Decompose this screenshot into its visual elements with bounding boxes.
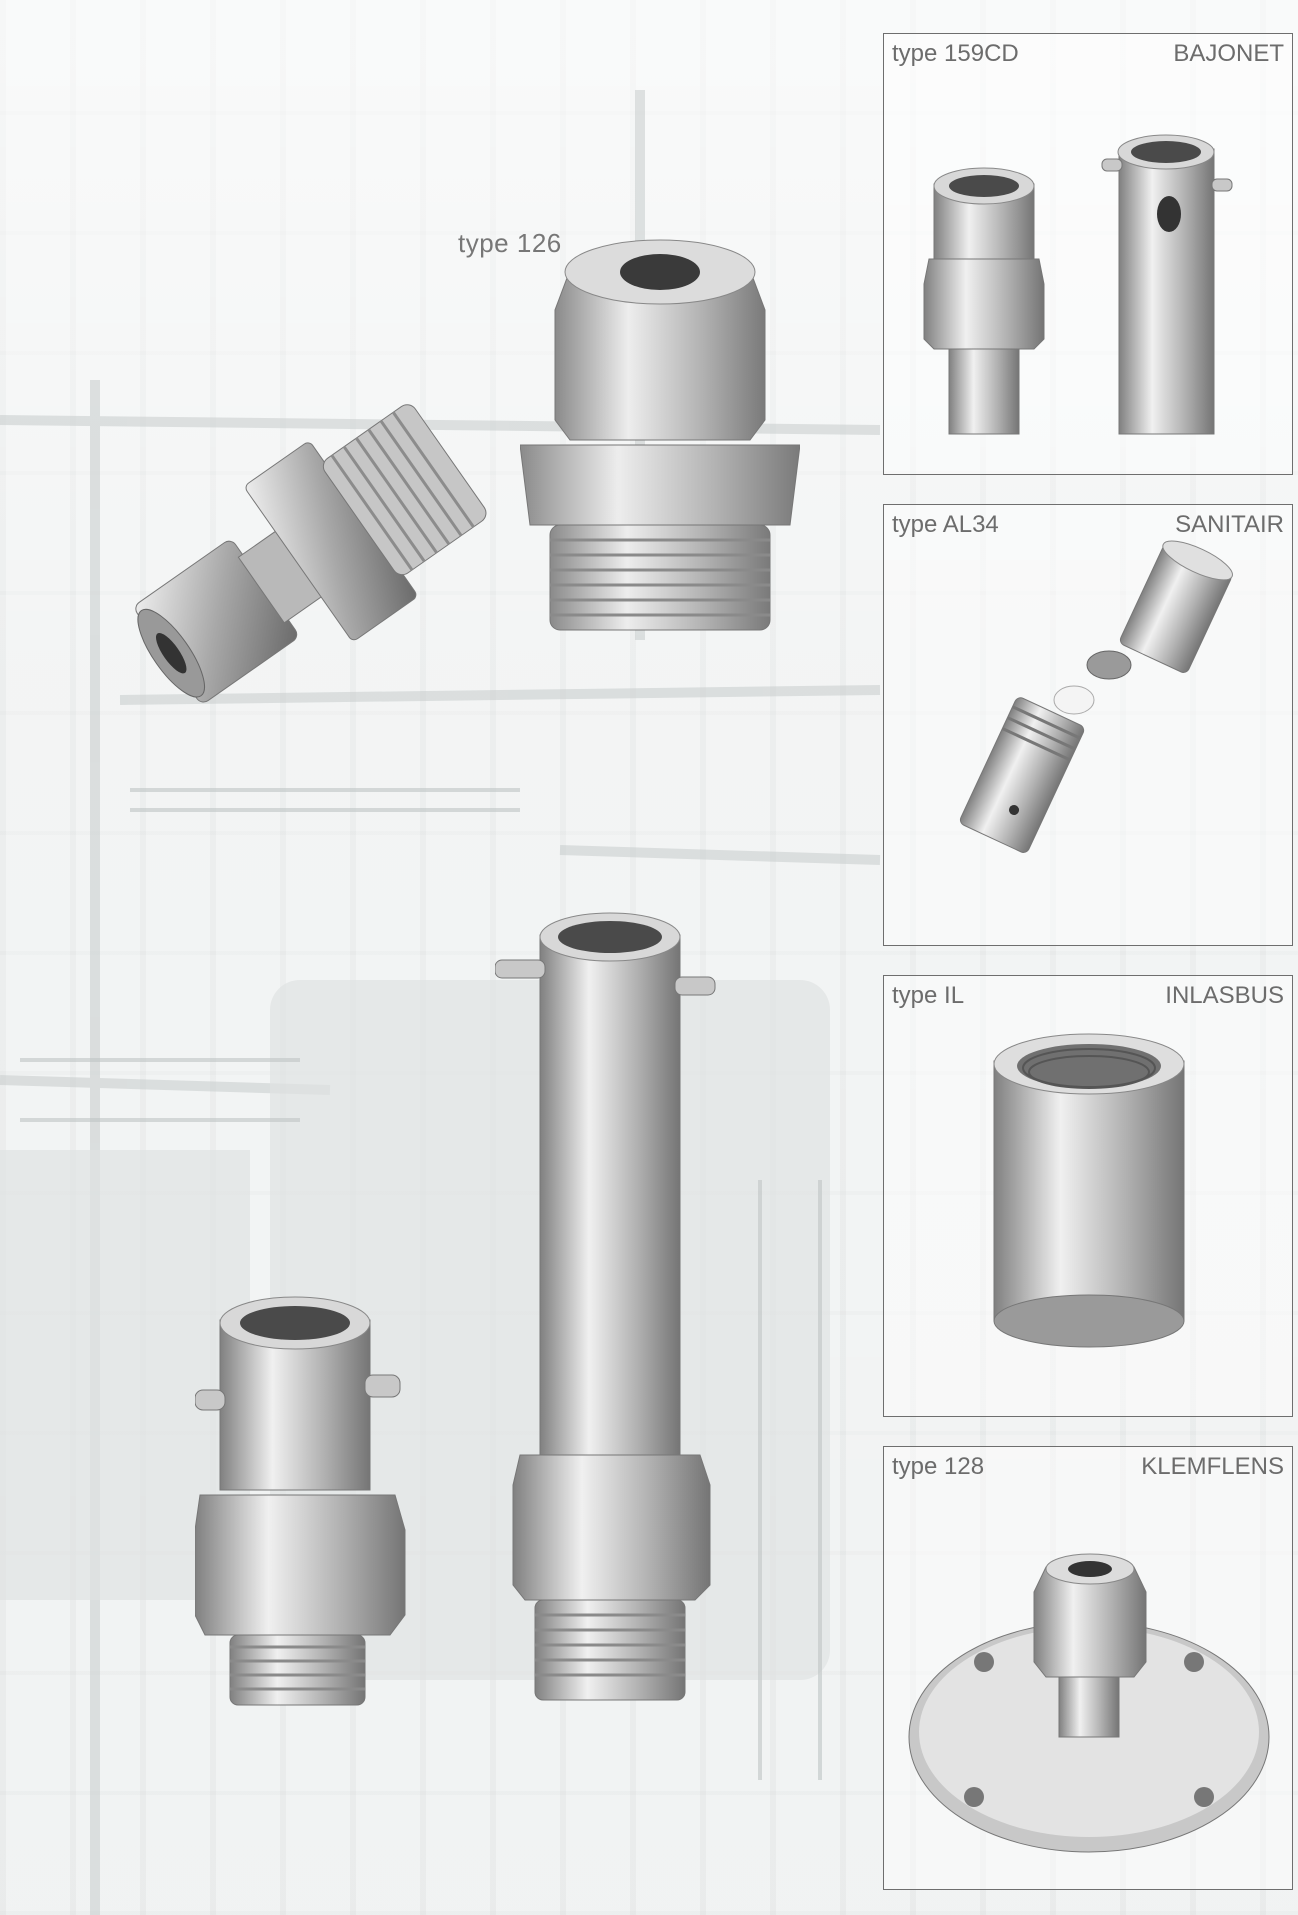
- box-type-label: type IL: [892, 982, 965, 1009]
- box-type-label: type 128: [892, 1453, 985, 1480]
- type-126-label: type 126: [458, 228, 562, 258]
- bajonet-fitting-short-image: [194, 1295, 415, 1710]
- box-name-label: BAJONET: [1173, 40, 1284, 67]
- type-126-fitting-upright-image: [519, 230, 801, 640]
- inlasbus-product-image: [993, 1033, 1185, 1348]
- box-name-label: KLEMFLENS: [1141, 1453, 1284, 1480]
- product-box-klemflens: type 128 KLEMFLENS: [883, 1446, 1293, 1890]
- type-126-fitting-angled-image: [70, 360, 510, 780]
- box-type-label: type 159CD: [892, 40, 1019, 67]
- bajonet-product-image: [923, 134, 1233, 435]
- product-box-inlasbus: type IL INLASBUS: [883, 975, 1293, 1417]
- product-box-sanitair: type AL34 SANITAIR: [883, 504, 1293, 946]
- product-box-bajonet: type 159CD BAJONET: [883, 33, 1293, 475]
- box-name-label: SANITAIR: [1175, 511, 1284, 538]
- bajonet-fitting-long-image: [494, 905, 725, 1705]
- sanitair-product-image: [959, 540, 1233, 853]
- klemflens-product-image: [908, 1553, 1270, 1853]
- box-name-label: INLASBUS: [1165, 982, 1284, 1009]
- box-type-label: type AL34: [892, 511, 999, 538]
